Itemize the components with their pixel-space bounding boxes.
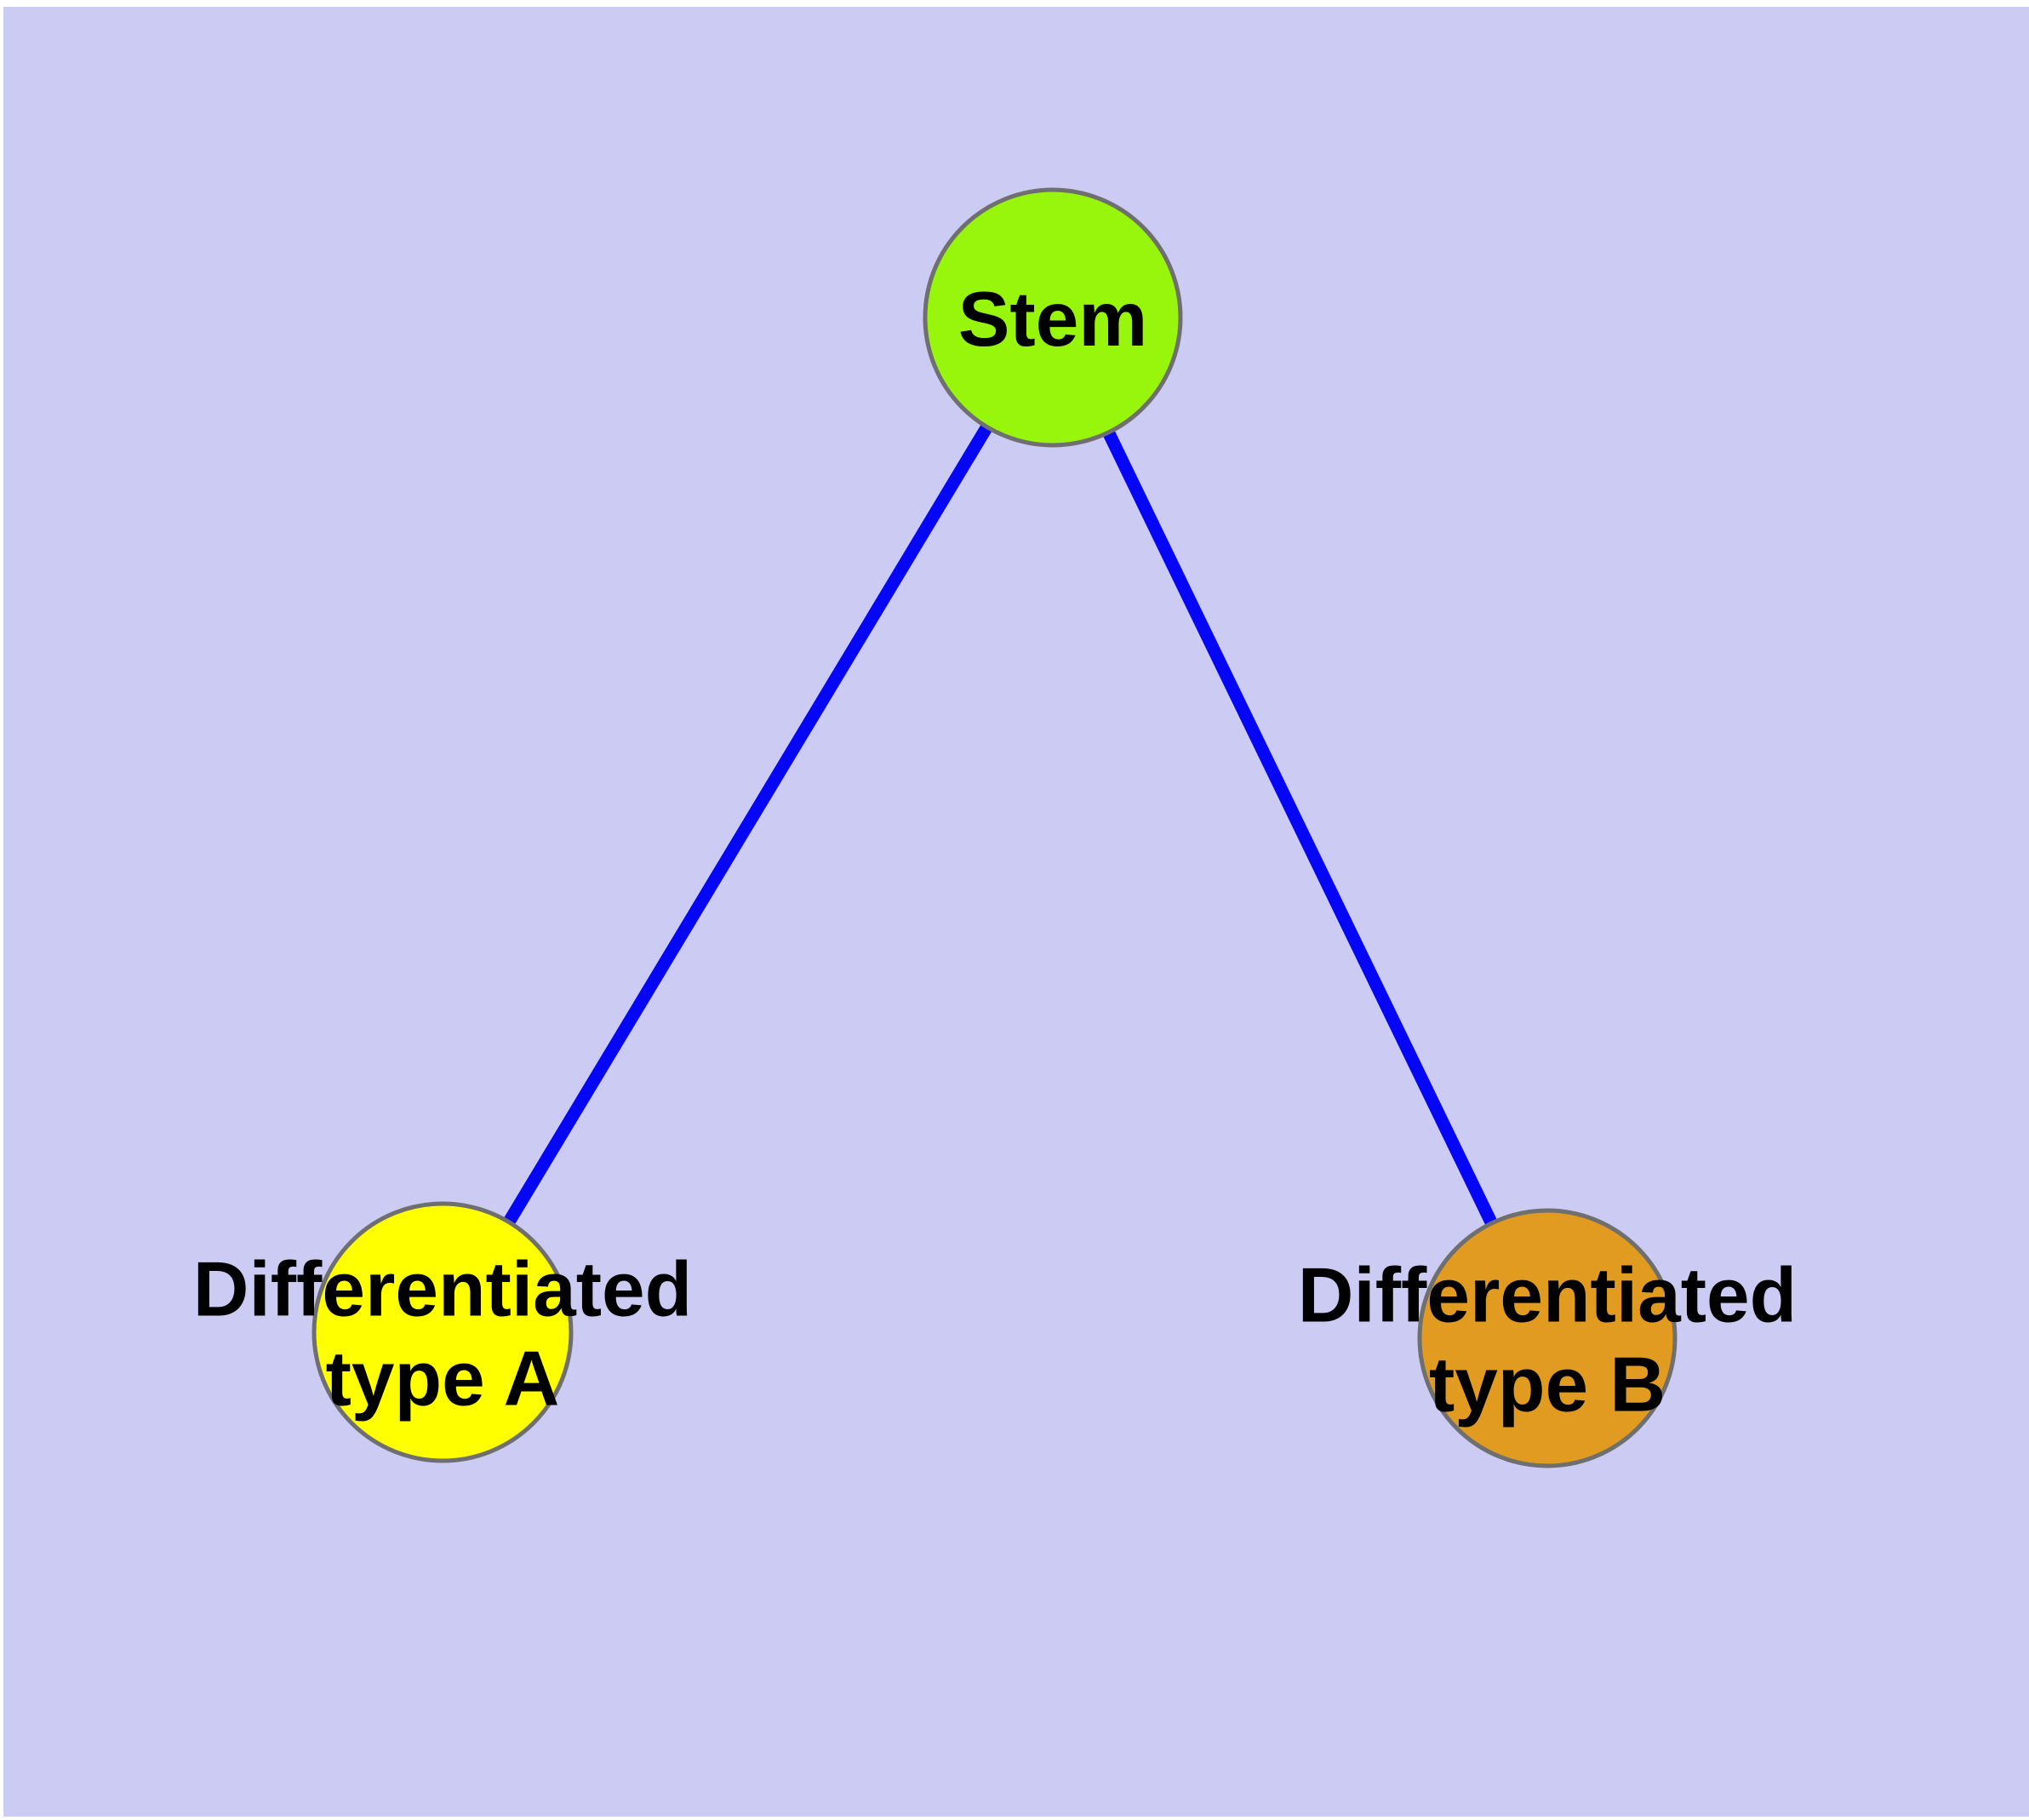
node-type-a: [311, 1201, 574, 1463]
node-type-b: [1417, 1208, 1677, 1468]
node-type-a-label-line2: type A: [326, 1336, 560, 1422]
edges-layer: [437, 314, 1553, 1342]
node-type-b-label-line2: type B: [1429, 1342, 1666, 1428]
node-stem: [923, 187, 1183, 448]
nodes-layer: [311, 187, 1677, 1468]
node-type-a-label-line1: Differentiated: [193, 1247, 693, 1333]
node-stem-label-line1: Stem: [958, 277, 1148, 363]
edge-stem-type-b: [1047, 314, 1553, 1342]
node-type-b-label-line1: Differentiated: [1298, 1253, 1798, 1339]
edge-stem-type-a: [437, 314, 1059, 1336]
